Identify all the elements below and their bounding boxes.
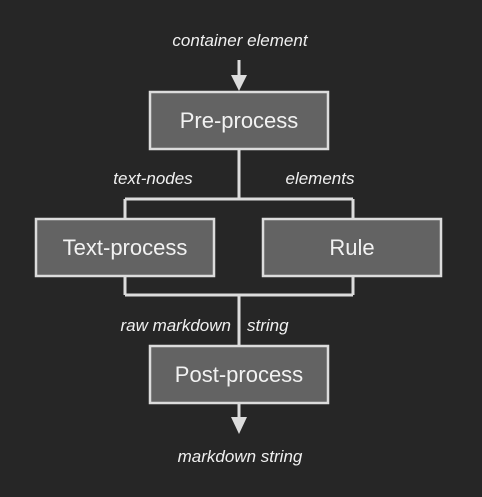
input-label: container element: [172, 31, 308, 50]
text-process-label: Text-process: [63, 235, 188, 260]
pre-process-label: Pre-process: [180, 108, 299, 133]
text-nodes-label: text-nodes: [113, 169, 193, 188]
merge-connector: [123, 276, 355, 346]
output-arrowhead: [231, 417, 247, 434]
elements-label: elements: [286, 169, 355, 188]
input-arrowhead: [231, 75, 247, 91]
string-label: string: [247, 316, 289, 335]
post-process-node: Post-process: [148, 344, 330, 405]
rule-label: Rule: [329, 235, 374, 260]
output-label: markdown string: [178, 447, 303, 466]
post-process-label: Post-process: [175, 362, 303, 387]
pre-process-node: Pre-process: [148, 90, 330, 151]
split-connector: [123, 149, 355, 219]
rule-node: Rule: [261, 217, 443, 278]
raw-markdown-label: raw markdown: [120, 316, 231, 335]
text-process-node: Text-process: [34, 217, 216, 278]
